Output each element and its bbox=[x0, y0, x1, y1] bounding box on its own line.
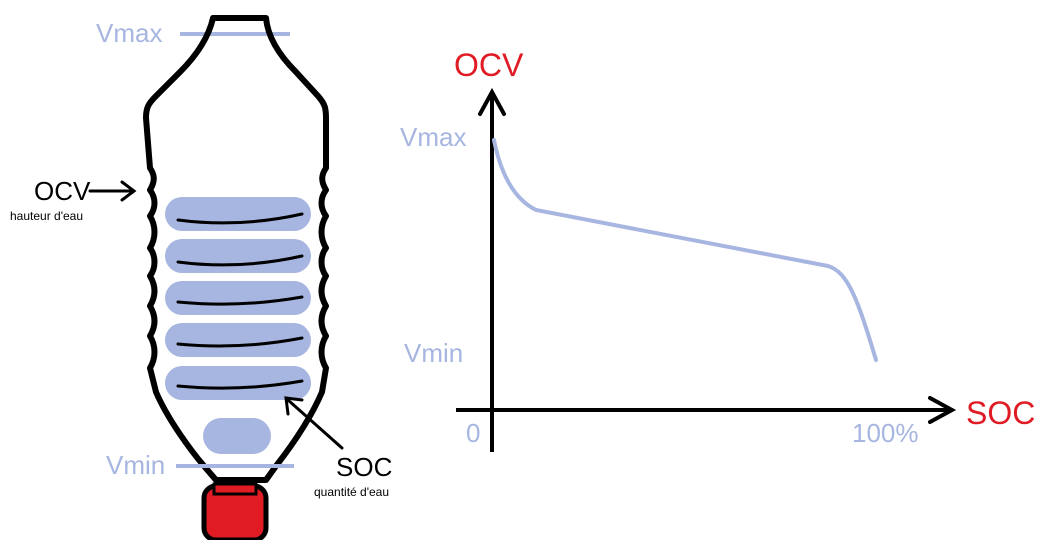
water-band bbox=[165, 366, 311, 400]
chart-xlabel: SOC bbox=[966, 395, 1035, 431]
bottle-illustration: Vmax Vmin OCV bbox=[10, 15, 392, 540]
chart-x100-label: 100% bbox=[852, 418, 919, 448]
water-band bbox=[165, 323, 311, 357]
chart-vmax-label: Vmax bbox=[400, 122, 466, 152]
x-axis-arrow-icon bbox=[928, 396, 957, 424]
bottle-soc-sublabel: quantité d'eau bbox=[314, 485, 389, 499]
rib-line bbox=[176, 295, 304, 306]
chart-vmin-label: Vmin bbox=[404, 338, 463, 368]
bottle-cap-ring bbox=[212, 482, 258, 496]
water-band bbox=[165, 239, 311, 273]
ocv-soc-chart: OCV SOC Vmax Vmin 0 100% bbox=[400, 47, 1035, 452]
ocv-arrow-icon bbox=[88, 180, 137, 202]
y-axis-arrow-icon bbox=[478, 87, 506, 116]
bottle-outline bbox=[143, 15, 329, 483]
rib-lines bbox=[176, 212, 304, 390]
water-band bbox=[165, 281, 311, 315]
bottle-ocv-label: OCV bbox=[34, 176, 91, 206]
ocv-curve bbox=[492, 138, 878, 362]
bottle-ocv-sublabel: hauteur d'eau bbox=[10, 209, 83, 223]
water-band bbox=[165, 197, 311, 231]
water-blob bbox=[203, 418, 271, 454]
bottle-vmax-label: Vmax bbox=[96, 18, 162, 48]
rib-line bbox=[176, 379, 304, 390]
soc-arrow-icon bbox=[284, 396, 344, 450]
bottle-vmin-label: Vmin bbox=[106, 450, 165, 480]
rib-line bbox=[176, 254, 304, 267]
water-bands bbox=[165, 197, 311, 454]
rib-line bbox=[176, 212, 304, 225]
rib-line bbox=[176, 336, 304, 348]
chart-ylabel: OCV bbox=[454, 47, 524, 83]
chart-x0-label: 0 bbox=[466, 418, 480, 448]
bottle-soc-label: SOC bbox=[336, 452, 392, 482]
